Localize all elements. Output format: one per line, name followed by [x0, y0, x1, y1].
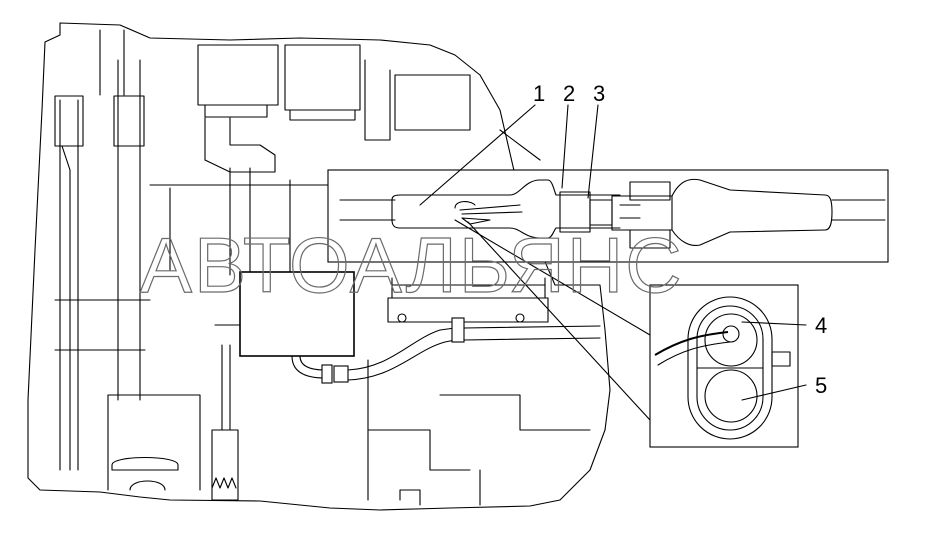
- mounting-bracket: [387, 277, 549, 323]
- lower-components: [107, 324, 591, 506]
- housing-outline: [27, 22, 611, 511]
- projection-lines: [454, 217, 651, 421]
- callout-5: 5: [815, 373, 827, 398]
- watermark-text: АВТОАЛЬЯНС: [140, 221, 684, 309]
- wiring-harness: [291, 317, 601, 384]
- detail-inset-connector: [649, 284, 799, 448]
- leader-lines: [419, 104, 807, 401]
- callout-2: 2: [563, 81, 575, 106]
- callout-1: 1: [533, 81, 545, 106]
- detail-inset-upper: [327, 169, 889, 263]
- callout-4: 4: [815, 313, 827, 338]
- upper-components: [149, 44, 541, 276]
- control-unit: [239, 271, 355, 357]
- left-pipes: [54, 29, 151, 471]
- callout-3: 3: [593, 81, 605, 106]
